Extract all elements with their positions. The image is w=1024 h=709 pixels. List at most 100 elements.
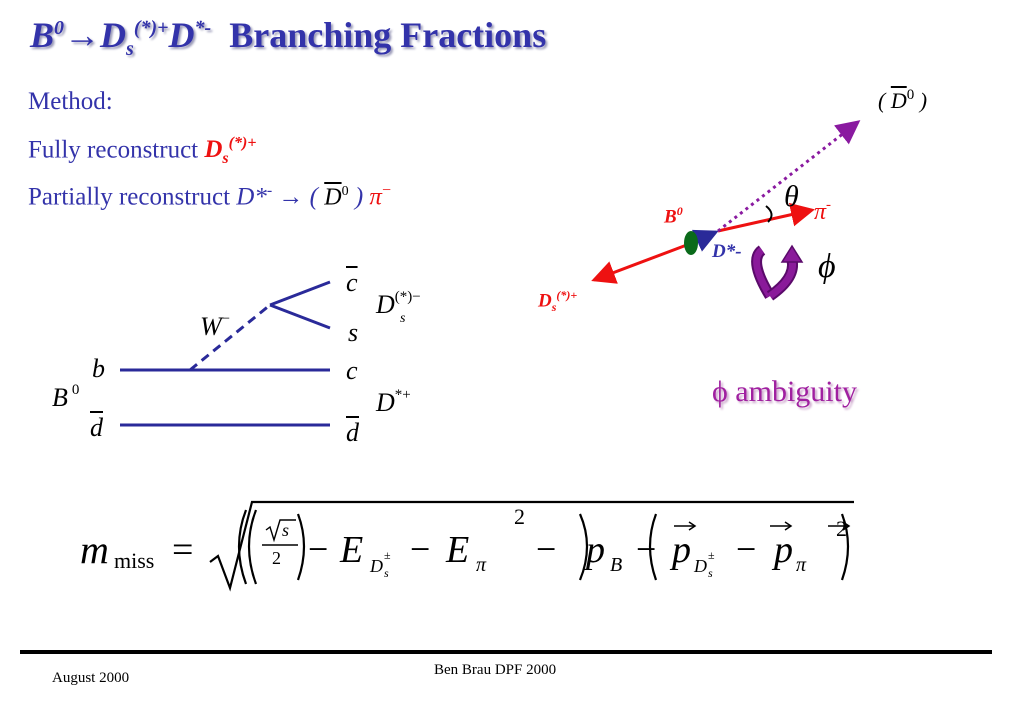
formula-ppi-sub: π bbox=[796, 554, 807, 576]
dbar-sup: 0 bbox=[906, 87, 915, 103]
kin-pi-label: π- bbox=[814, 197, 832, 226]
feynman-b: b bbox=[92, 354, 105, 383]
method-full-reco-text: Fully reconstruct bbox=[28, 136, 199, 164]
ds-letter: D bbox=[538, 290, 552, 312]
title-text: Branching Fractions bbox=[229, 15, 547, 55]
title-arrow: → bbox=[64, 15, 101, 55]
paren-close: ) bbox=[354, 183, 364, 211]
ds-letter: D bbox=[376, 290, 395, 319]
formula-square-2: 2 bbox=[836, 516, 847, 541]
feynman-dbar-right: d bbox=[346, 418, 359, 447]
kin-dstar-label: D*- bbox=[712, 241, 742, 262]
formula-pi-sub: π bbox=[476, 554, 487, 576]
formula-two: 2 bbox=[272, 548, 281, 568]
pi-sup: - bbox=[826, 197, 832, 213]
formula-e-ds: E bbox=[340, 529, 364, 571]
title-dstar: D bbox=[168, 15, 195, 55]
formula-minus-3: − bbox=[536, 529, 557, 569]
b0-letter: B bbox=[664, 206, 677, 228]
ds-sub: s bbox=[222, 150, 229, 168]
formula-minus-5: − bbox=[736, 529, 757, 569]
formula-square-1: 2 bbox=[514, 504, 525, 529]
formula-e-pi: E bbox=[446, 529, 470, 571]
dstar-letter: D bbox=[376, 388, 395, 417]
paren-open: ( bbox=[878, 88, 886, 113]
formula-p-ds: p bbox=[672, 529, 691, 571]
b0-vertex-dot bbox=[684, 231, 698, 255]
feynman-c: c bbox=[346, 356, 358, 385]
b0-sup: 0 bbox=[71, 382, 80, 398]
formula-pb-sub: B bbox=[610, 554, 623, 576]
dstar-letter: D* bbox=[236, 183, 267, 211]
method-full-reco: Fully reconstruct Ds(*)+ bbox=[28, 135, 256, 168]
formula-m-sub: miss bbox=[114, 548, 155, 573]
w-letter: W bbox=[200, 312, 222, 341]
dbar-sup: 0 bbox=[341, 184, 349, 199]
formula-minus-4: − bbox=[636, 529, 657, 569]
theta-arc bbox=[765, 205, 773, 223]
pi-momentum-arrow bbox=[717, 202, 815, 233]
kin-phi: ϕ bbox=[818, 248, 836, 285]
kinematics-diagram bbox=[591, 120, 861, 301]
formula-equals: = bbox=[172, 529, 194, 571]
ds-sup: (*)− bbox=[394, 289, 421, 305]
cbar-line bbox=[269, 280, 331, 307]
phi-rotation-arrow-right-fill bbox=[767, 259, 797, 299]
ds-momentum-arrow bbox=[591, 241, 693, 284]
ds-sup: (*)+ bbox=[556, 288, 578, 302]
formula-m: m bbox=[80, 527, 109, 572]
b0-letter: B bbox=[52, 383, 68, 412]
formula-minus-1: − bbox=[308, 529, 329, 569]
feynman-dbar-left: d bbox=[90, 413, 103, 442]
dstar-sup: *+ bbox=[394, 387, 411, 403]
pi-sup: − bbox=[381, 182, 391, 199]
feynman-ds-sub: s bbox=[400, 311, 406, 326]
footer-author: Ben Brau DPF 2000 bbox=[434, 662, 557, 678]
formula-p-b: p bbox=[586, 529, 605, 571]
footer-rule bbox=[20, 650, 992, 654]
kin-b0-label: B0 bbox=[664, 204, 683, 228]
kin-d0-label: ( D0 ) bbox=[878, 87, 927, 114]
formula-ds-sup-pm: ± bbox=[384, 548, 391, 562]
ds-sub: s bbox=[551, 300, 557, 315]
s-line bbox=[269, 303, 331, 330]
footer-date: August 2000 bbox=[52, 670, 130, 686]
formula-sqrt-sign bbox=[209, 500, 854, 592]
ds-sup: (*)+ bbox=[228, 135, 257, 152]
title-b-sup: 0 bbox=[54, 17, 65, 39]
arrow-glyph: → bbox=[278, 183, 304, 211]
formula-minus-2: − bbox=[410, 529, 431, 569]
feynman-ds-label: D(*)− bbox=[376, 289, 421, 320]
phi-arrow-head bbox=[780, 244, 804, 263]
formula-pds-sub-s: s bbox=[708, 566, 713, 580]
d0-momentum-arrow bbox=[717, 120, 861, 233]
dbar-letter: D bbox=[890, 88, 907, 113]
feynman-dstar-label: D*+ bbox=[376, 387, 411, 418]
formula-pds-sub: D bbox=[694, 556, 707, 576]
title-ds: D bbox=[100, 15, 127, 55]
pi-letter: π bbox=[369, 183, 382, 211]
title-b: B bbox=[30, 15, 55, 55]
feynman-s: s bbox=[348, 318, 359, 347]
feynman-cbar: c bbox=[346, 268, 358, 297]
formula-p-pi: p bbox=[774, 529, 793, 571]
method-heading: Method: bbox=[28, 88, 113, 115]
title-ds-sub: s bbox=[126, 38, 134, 61]
w-sup: − bbox=[221, 311, 231, 327]
kin-theta: θ bbox=[784, 180, 799, 213]
formula-ds-sub: D bbox=[370, 556, 383, 576]
paren-open: ( bbox=[309, 183, 318, 211]
kin-ds-label: Ds(*)+ bbox=[538, 288, 577, 315]
feynman-w-label: W− bbox=[200, 311, 231, 342]
ds-letter: D bbox=[204, 136, 223, 164]
phi-ambiguity-text: ϕ ambiguity bbox=[712, 375, 857, 408]
formula-sqrt-s: s bbox=[282, 520, 290, 540]
formula-ds-sub-s: s bbox=[384, 566, 389, 580]
dstar-sup: - bbox=[266, 182, 273, 199]
method-partial-reco: Partially reconstruct D*- → ( D0 ) π− bbox=[28, 182, 391, 211]
phi-rotation-arrow-left-fill bbox=[753, 247, 773, 298]
formula-pds-sup-pm: ± bbox=[708, 548, 715, 562]
method-partial-reco-text: Partially reconstruct bbox=[28, 183, 231, 211]
title-ds-sup: (*)+ bbox=[133, 17, 169, 39]
